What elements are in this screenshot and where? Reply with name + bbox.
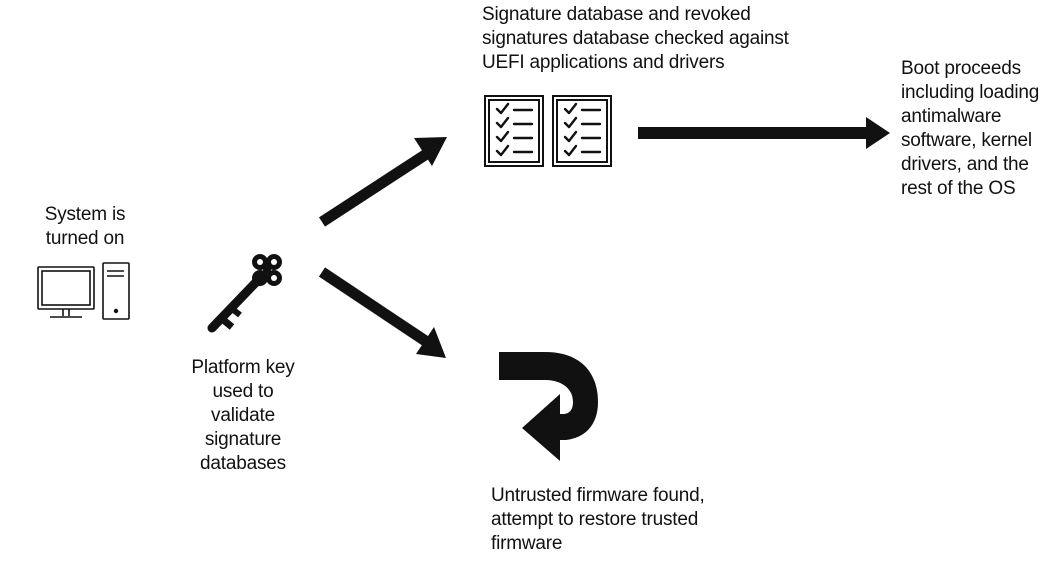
return-arrow-icon (499, 352, 598, 461)
boot-proceeds-label: Boot proceeds including loading antimalw… (901, 58, 1040, 199)
key-icon (207, 254, 282, 333)
signature-db-label: Signature database and revoked signature… (482, 4, 789, 73)
untrusted-firmware-label: Untrusted firmware found, attempt to res… (491, 485, 705, 554)
arrow-to-untrusted-firmware (318, 267, 446, 358)
system-on-label: System is turned on (44, 204, 126, 249)
arrow-to-signature-check (318, 137, 447, 227)
computer-icon (37, 262, 130, 320)
checklist-icon (484, 95, 612, 167)
arrow-to-boot-proceeds (638, 117, 890, 149)
platform-key-label: Platform key used to validate signature … (191, 357, 295, 474)
